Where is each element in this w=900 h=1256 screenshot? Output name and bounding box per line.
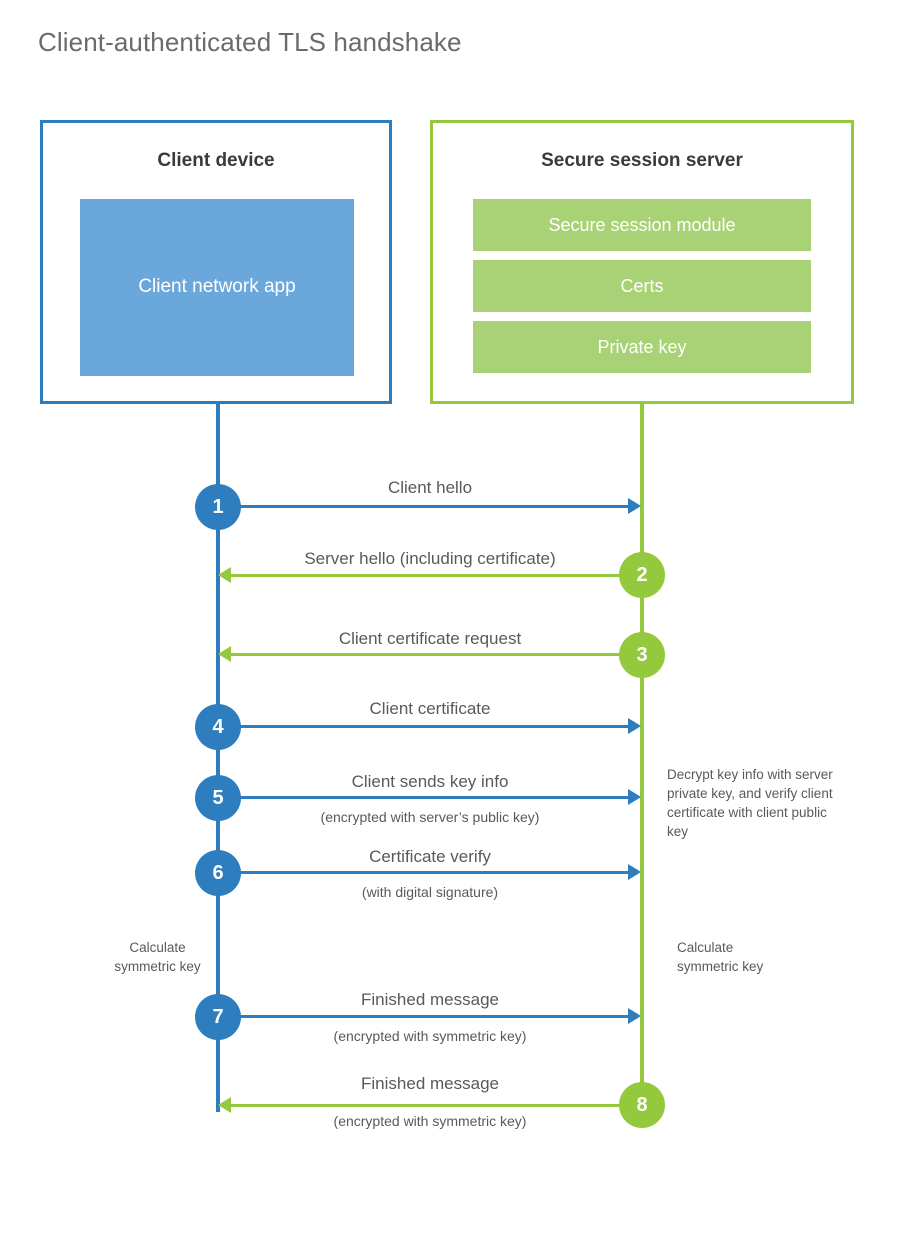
server-calc-line-2: symmetric key bbox=[677, 959, 764, 975]
message-4-arrowhead-icon bbox=[628, 718, 641, 734]
message-5-line bbox=[218, 796, 630, 799]
message-3-label: Client certificate request bbox=[338, 629, 522, 648]
server-module-secure-session-module: Secure session module bbox=[473, 199, 811, 251]
message-5-label: Client sends key info bbox=[351, 772, 509, 791]
message-1-arrowhead-icon bbox=[628, 498, 641, 514]
server-lifeline bbox=[640, 404, 644, 1105]
client-calculate-symmetric-key-note: Calculate symmetric key bbox=[75, 938, 240, 976]
step-circle-7: 7 bbox=[195, 994, 241, 1040]
message-8-arrowhead-icon bbox=[218, 1097, 231, 1113]
message-7-arrowhead-icon bbox=[628, 1008, 641, 1024]
message-6-line bbox=[218, 871, 630, 874]
server-calc-line-1: Calculate bbox=[677, 940, 734, 955]
server-decrypt-note: Decrypt key info with server private key… bbox=[667, 767, 833, 840]
message-8-line bbox=[230, 1104, 642, 1107]
message-5-sublabel: (encrypted with server’s public key) bbox=[320, 809, 540, 825]
message-8-sublabel: (encrypted with symmetric key) bbox=[333, 1113, 527, 1129]
message-7-line bbox=[218, 1015, 630, 1018]
server-module-private-key: Private key bbox=[473, 321, 811, 373]
client-calc-line-2: symmetric key bbox=[114, 959, 201, 975]
secure-session-server-title: Secure session server bbox=[541, 150, 743, 171]
page-title: Client-authenticated TLS handshake bbox=[38, 27, 462, 57]
step-circle-6: 6 bbox=[195, 850, 241, 896]
step-circle-8: 8 bbox=[619, 1082, 665, 1128]
step-circle-2: 2 bbox=[619, 552, 665, 598]
message-2-label: Server hello (including certificate) bbox=[304, 549, 556, 568]
client-calc-line-1: Calculate bbox=[129, 940, 186, 955]
message-4-line bbox=[218, 725, 630, 728]
step-circle-5: 5 bbox=[195, 775, 241, 821]
message-3-line bbox=[230, 653, 642, 656]
message-7-label: Finished message bbox=[361, 990, 499, 1009]
server-module-certs: Certs bbox=[473, 260, 811, 312]
server-module-list: Secure session module Certs Private key bbox=[473, 199, 811, 373]
client-network-app-block: Client network app bbox=[80, 199, 354, 376]
message-4-label: Client certificate bbox=[369, 699, 491, 718]
message-7-sublabel: (encrypted with symmetric key) bbox=[333, 1028, 527, 1044]
message-8-label: Finished message bbox=[361, 1074, 499, 1093]
message-5-arrowhead-icon bbox=[628, 789, 641, 805]
message-2-arrowhead-icon bbox=[218, 567, 231, 583]
secure-session-server-box: Secure session server Secure session mod… bbox=[430, 120, 854, 404]
client-device-title: Client device bbox=[157, 150, 275, 171]
server-calculate-symmetric-key-note: Calculate symmetric key bbox=[677, 938, 842, 976]
message-6-arrowhead-icon bbox=[628, 864, 641, 880]
client-device-box: Client device Client network app bbox=[40, 120, 392, 404]
step-circle-1: 1 bbox=[195, 484, 241, 530]
client-lifeline bbox=[216, 404, 220, 1112]
message-1-line bbox=[218, 505, 630, 508]
step-circle-3: 3 bbox=[619, 632, 665, 678]
message-1-label: Client hello bbox=[387, 478, 473, 497]
message-6-label: Certificate verify bbox=[369, 847, 491, 866]
message-6-sublabel: (with digital signature) bbox=[361, 884, 499, 900]
message-2-line bbox=[230, 574, 642, 577]
message-3-arrowhead-icon bbox=[218, 646, 231, 662]
step-circle-4: 4 bbox=[195, 704, 241, 750]
